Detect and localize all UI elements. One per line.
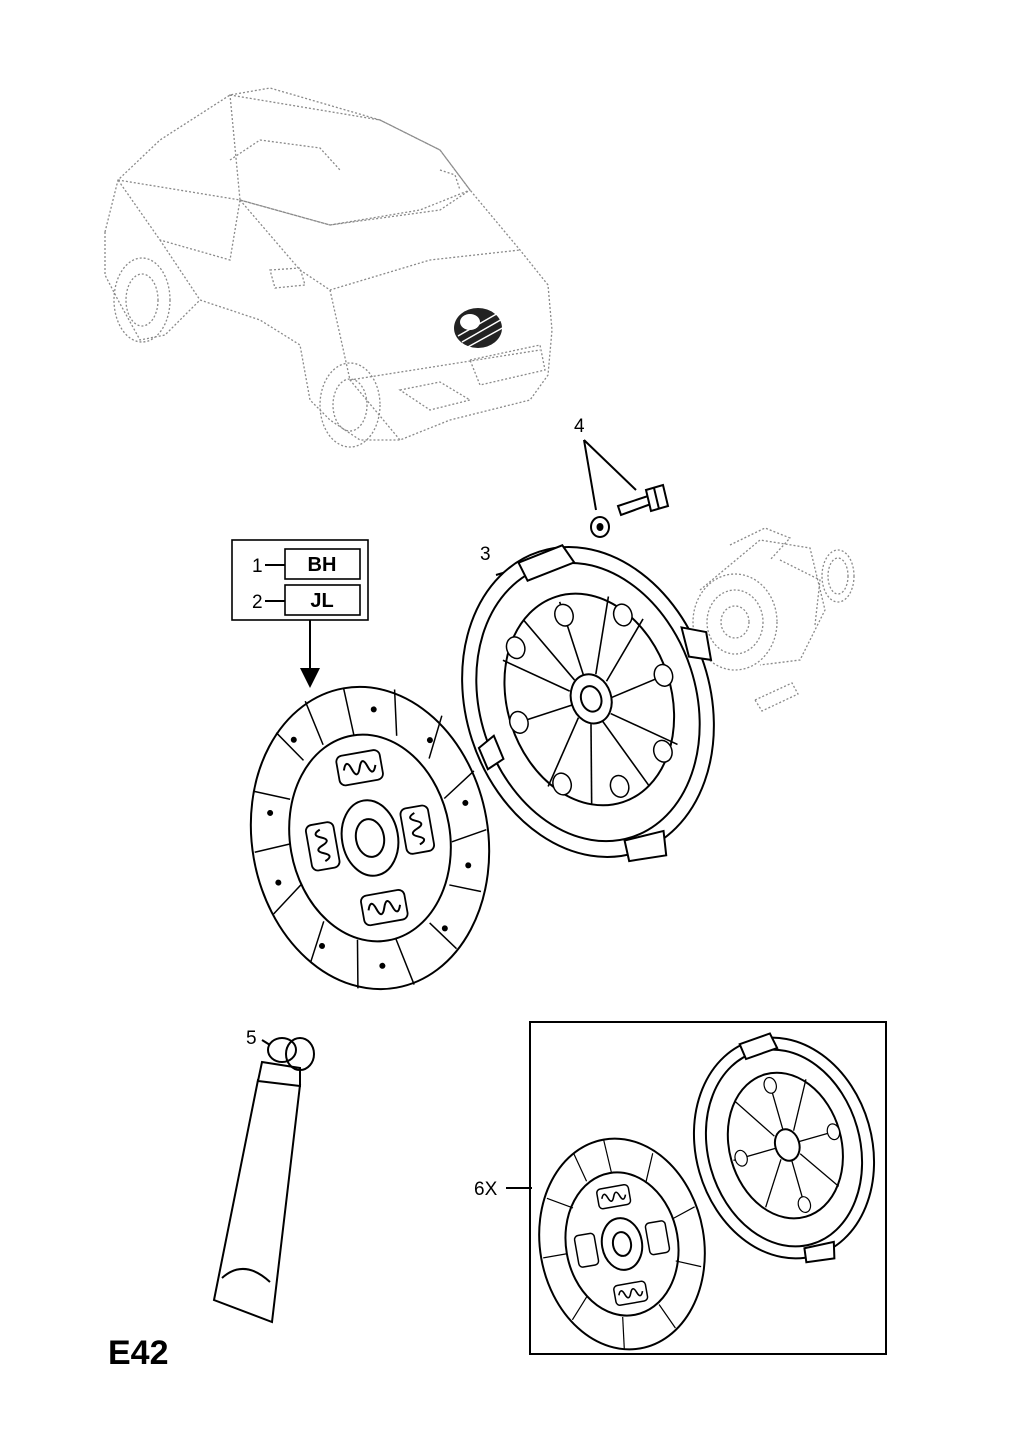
clutch-location-marker [454,308,507,349]
variant-code-table: BH JL 1 2 [231,539,369,688]
pressure-plate [461,544,715,863]
release-bearing-ghost [692,527,855,712]
grease-tube-icon [212,1037,315,1324]
callout-4-label: 4 [574,416,585,437]
variant-code-1: BH [308,554,337,576]
callout-3-label: 3 [480,544,491,565]
washer-icon [590,516,610,538]
vehicle-location-illustration [104,87,553,448]
variant-code-2: JL [310,590,333,612]
callout-4-group: 4 [574,416,670,538]
clutch-kit-box: 6X [474,1021,887,1355]
page-identifier: E42 [108,1334,169,1372]
kit-clutch-disc [538,1137,706,1351]
callout-1-label: 1 [252,556,263,577]
clutch-disc [249,685,491,991]
kit-pressure-plate [692,1032,876,1264]
callout-2-label: 2 [252,592,263,613]
bolt-icon [616,483,670,517]
damper-springs [304,749,436,927]
callout-6x-label: 6X [474,1179,498,1200]
callout-5-label: 5 [246,1028,257,1049]
